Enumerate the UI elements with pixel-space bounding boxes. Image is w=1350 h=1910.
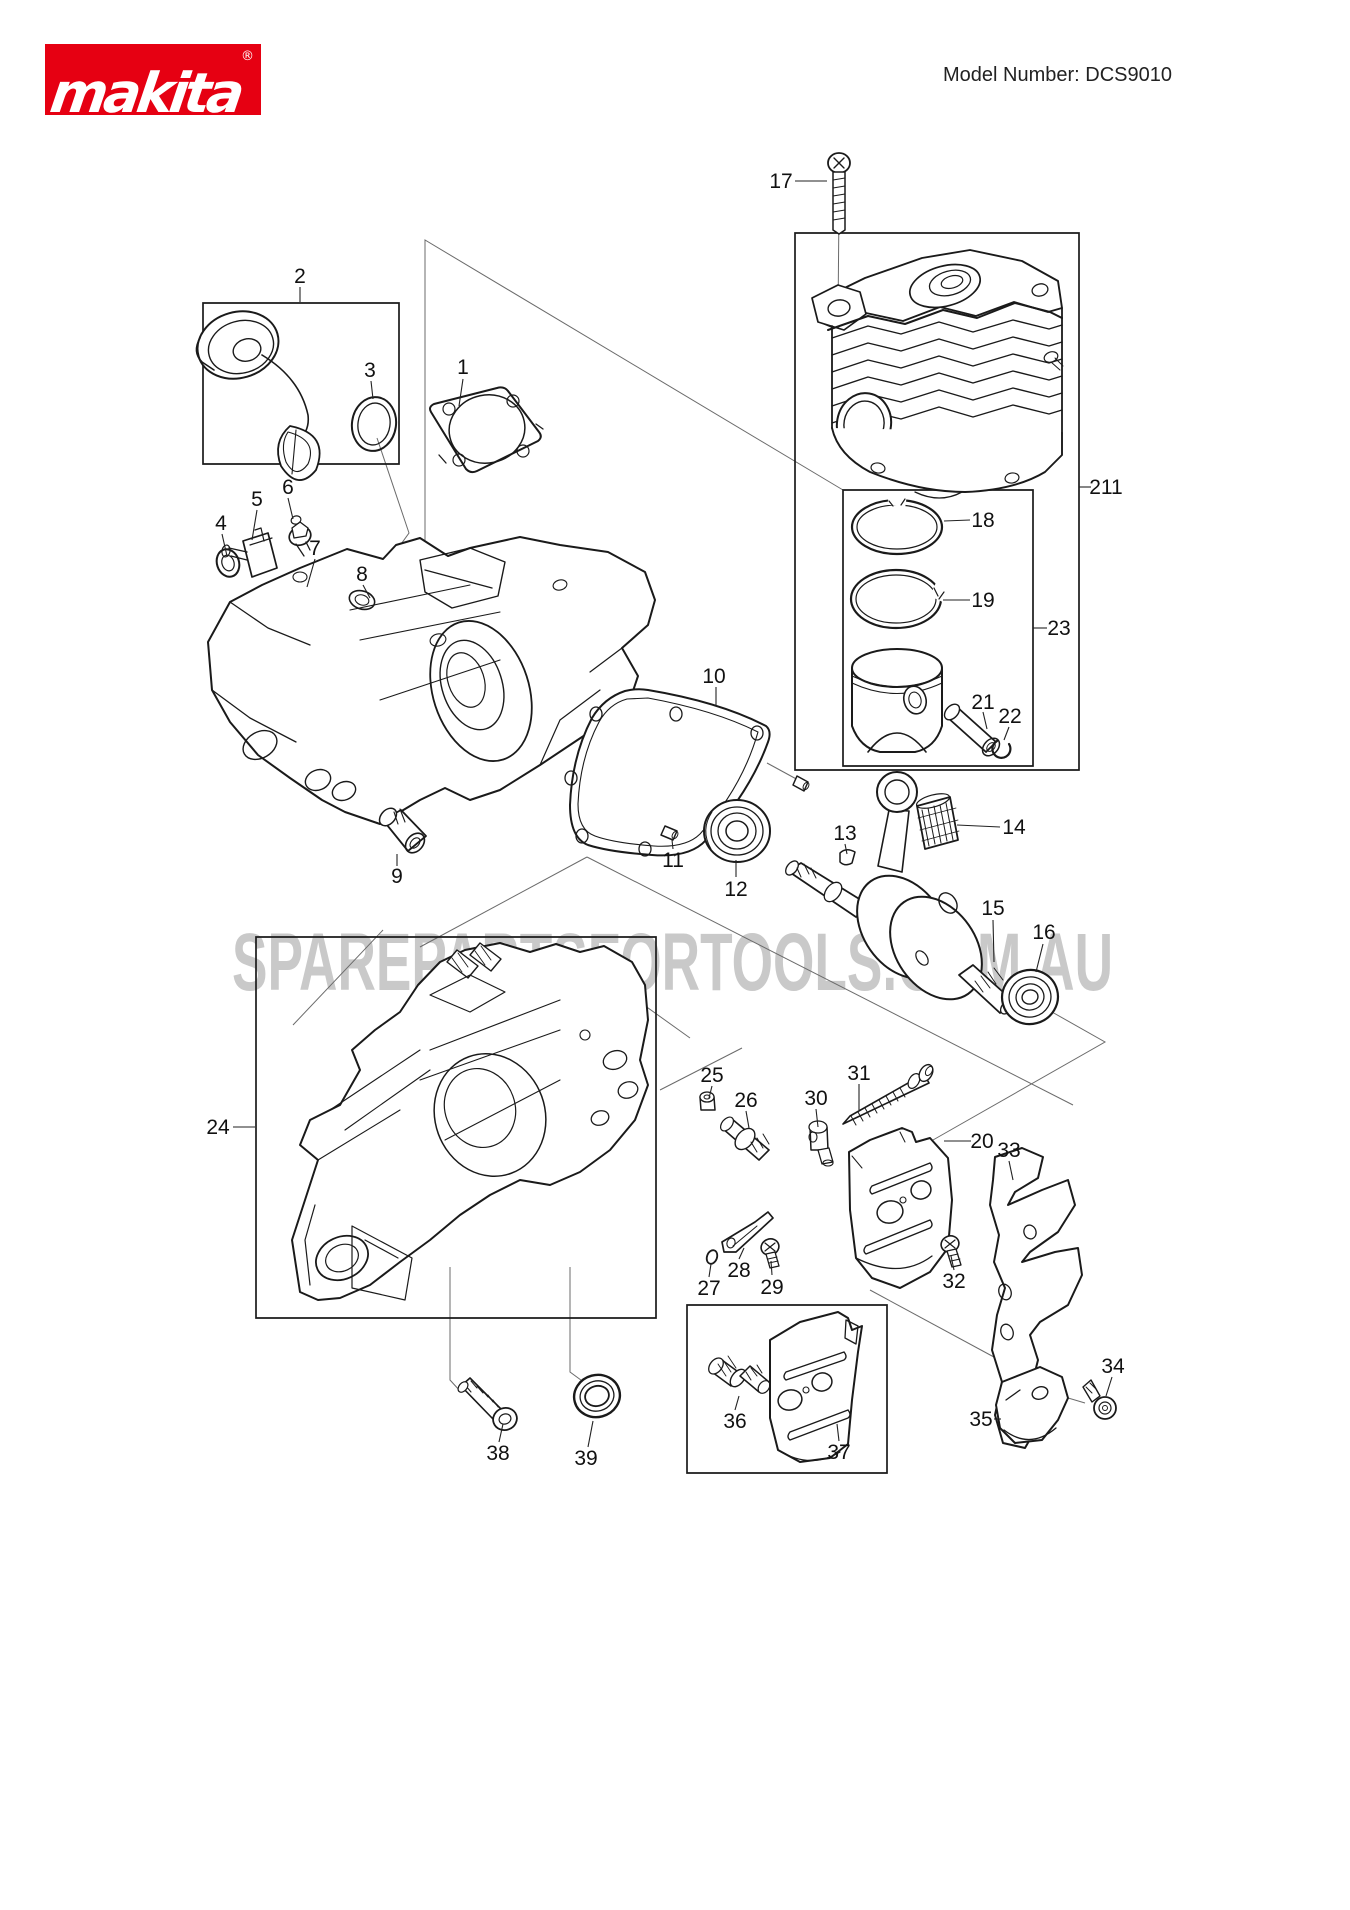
- part-label-15: 15: [981, 897, 1004, 920]
- part-label-22: 22: [998, 705, 1021, 728]
- group-box-cylinder: [795, 233, 1079, 770]
- part-label-17: 17: [769, 170, 792, 193]
- gasket-1-drawing: [430, 387, 543, 472]
- part-label-4: 4: [215, 512, 227, 535]
- part-label-9: 9: [391, 865, 403, 888]
- part-label-10: 10: [702, 665, 725, 688]
- part-label-19: 19: [971, 589, 994, 612]
- guide-plate-inner-drawing: [849, 1128, 952, 1288]
- part-label-7: 7: [309, 537, 321, 560]
- part-label-8: 8: [356, 563, 368, 586]
- part-label-16: 16: [1032, 921, 1055, 944]
- part-label-39: 39: [574, 1447, 597, 1470]
- part-label-26: 26: [734, 1089, 757, 1112]
- part-label-211: 211: [1089, 476, 1122, 499]
- plug-9-drawing: [376, 805, 428, 857]
- part-label-23: 23: [1047, 617, 1070, 640]
- piston-group-drawing: [851, 494, 1010, 759]
- part-label-37: 37: [827, 1441, 850, 1464]
- part-label-36: 36: [723, 1410, 746, 1433]
- chain-catcher-parts-drawing: [705, 1212, 961, 1268]
- registered-mark-icon: ®: [241, 49, 254, 64]
- part-label-1: 1: [457, 356, 469, 379]
- oil-pump-parts-drawing: [213, 515, 325, 615]
- part-label-21: 21: [971, 691, 994, 714]
- stud-fasteners-drawing: [700, 1062, 936, 1166]
- part-label-35: 35: [969, 1408, 992, 1431]
- crankshaft-group-drawing: [783, 772, 1064, 1030]
- part-label-14: 14: [1002, 816, 1026, 839]
- guide-plate-outer-drawing: [706, 1312, 862, 1462]
- part-label-5: 5: [251, 488, 263, 511]
- leader-lines: [222, 181, 1112, 1447]
- part-label-33: 33: [997, 1139, 1020, 1162]
- part-label-12: 12: [724, 878, 747, 901]
- case-screw-seal-drawing: [456, 1370, 625, 1434]
- part-label-24: 24: [206, 1116, 230, 1139]
- crankcase-lower-drawing: [292, 943, 648, 1300]
- makita-logo: makita ®: [45, 44, 261, 115]
- fuel-cap-drawing: [189, 302, 399, 480]
- part-label-31: 31: [847, 1062, 870, 1085]
- cylinder-drawing: [812, 250, 1063, 498]
- part-label-11: 11: [662, 849, 684, 872]
- part-label-29: 29: [760, 1276, 783, 1299]
- group-box-crankcase-lower: [256, 937, 656, 1318]
- part-label-6: 6: [282, 476, 294, 499]
- bearing-12-drawing: [704, 800, 770, 862]
- crankcase-upper-drawing: [208, 537, 655, 824]
- part-label-28: 28: [727, 1259, 750, 1282]
- model-number-label: Model Number: DCS9010: [943, 64, 1172, 86]
- part-label-34: 34: [1101, 1355, 1125, 1378]
- spike-bumper-drawing: [990, 1148, 1082, 1448]
- part-label-30: 30: [804, 1087, 827, 1110]
- part-label-2: 2: [294, 265, 306, 288]
- part-label-20: 20: [970, 1130, 993, 1153]
- part-label-32: 32: [942, 1270, 965, 1293]
- screw-17-drawing: [828, 153, 850, 234]
- part-label-38: 38: [486, 1442, 509, 1465]
- part-label-27: 27: [697, 1277, 720, 1300]
- group-box-guide-plate: [687, 1305, 887, 1473]
- part-label-13: 13: [833, 822, 856, 845]
- part-label-3: 3: [364, 359, 376, 382]
- part-label-18: 18: [971, 509, 994, 532]
- dowel-pins-drawing: [661, 776, 810, 840]
- guard-plate-drawing: [996, 1367, 1116, 1443]
- part-label-25: 25: [700, 1064, 723, 1087]
